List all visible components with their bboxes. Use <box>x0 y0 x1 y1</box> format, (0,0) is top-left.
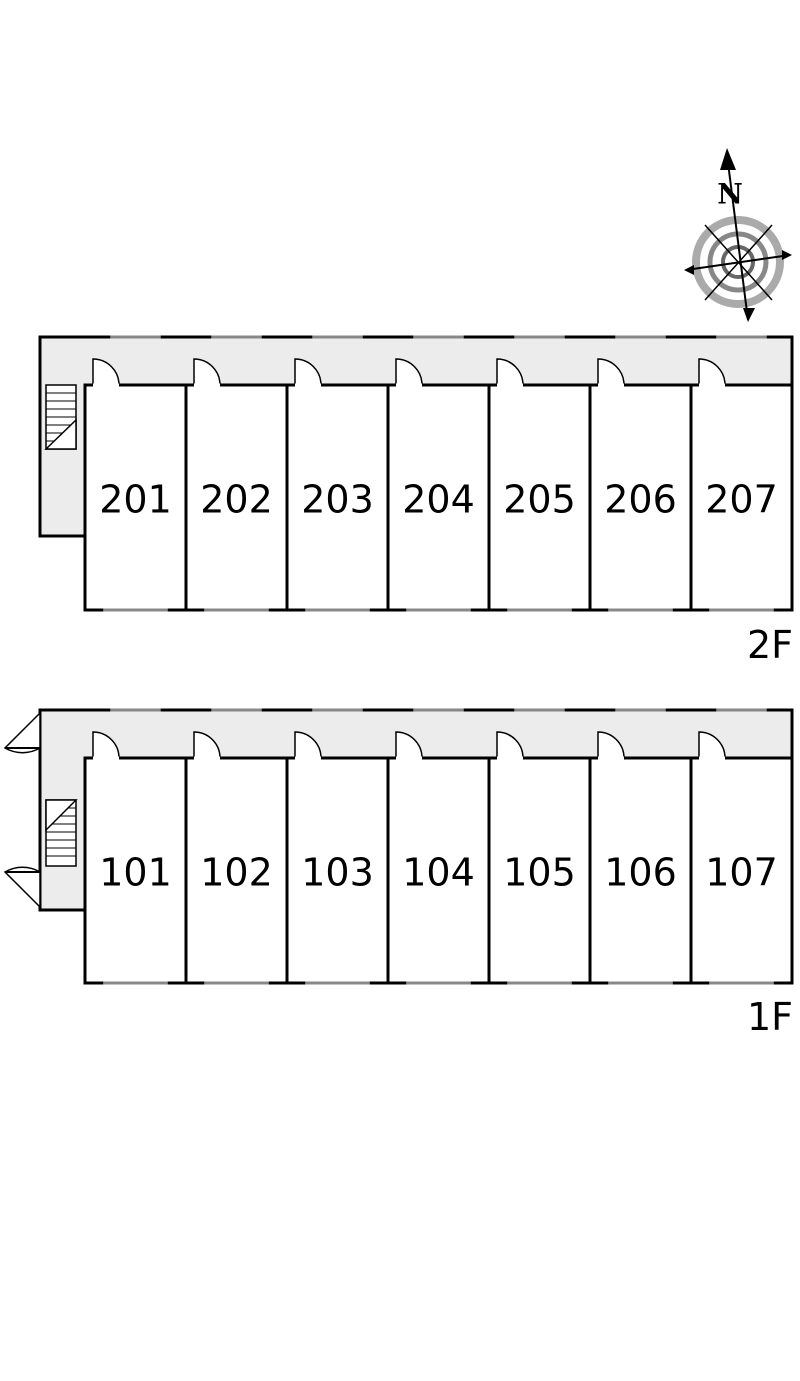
unit-cell <box>588 383 693 612</box>
unit-206: 206 <box>588 335 693 612</box>
unit-label: 204 <box>402 478 475 522</box>
compass-west-arrow <box>684 265 694 275</box>
unit-cell <box>487 383 592 612</box>
stairs-2f <box>44 384 77 450</box>
units-1f: 101 102 103 104 105 106 107 <box>83 708 794 985</box>
floor-1f-plan: 101 102 103 104 105 106 107 1F <box>3 708 794 1039</box>
compass-outer-ring <box>692 216 784 308</box>
unit-cell <box>184 756 289 985</box>
unit-cell <box>386 383 491 612</box>
compass-icon: N <box>684 148 792 322</box>
unit-cell <box>285 383 390 612</box>
unit-cell <box>487 756 592 985</box>
unit-cell <box>285 756 390 985</box>
unit-102: 102 <box>184 708 289 985</box>
unit-202: 202 <box>184 335 289 612</box>
unit-label: 206 <box>604 478 677 522</box>
unit-103: 103 <box>285 708 390 985</box>
unit-label: 104 <box>402 851 475 895</box>
unit-label: 107 <box>705 851 778 895</box>
unit-label: 202 <box>200 478 273 522</box>
entrance-door-top <box>3 711 41 754</box>
floor-label-1f: 1F <box>747 995 793 1039</box>
unit-label: 105 <box>503 851 576 895</box>
compass-south-arrow <box>743 308 755 322</box>
unit-203: 203 <box>285 335 390 612</box>
entrance-door-bottom <box>3 866 41 909</box>
compass-north-south-line <box>726 154 749 321</box>
compass-north-label: N <box>717 178 743 211</box>
unit-cell <box>83 383 188 612</box>
unit-label: 102 <box>200 851 273 895</box>
units-2f: 201 202 203 204 205 206 207 <box>83 335 794 612</box>
unit-label: 201 <box>99 478 172 522</box>
stairs-1f <box>45 799 78 867</box>
compass-north-arrow <box>720 148 736 170</box>
compass-east-arrow <box>782 250 792 260</box>
unit-label: 205 <box>503 478 576 522</box>
unit-cell <box>83 756 188 985</box>
unit-cell <box>588 756 693 985</box>
unit-label: 203 <box>301 478 374 522</box>
floor-label-2f: 2F <box>747 623 793 667</box>
unit-label: 103 <box>301 851 374 895</box>
unit-101: 101 <box>83 708 188 985</box>
floor-2f-plan: 201 202 203 204 205 206 207 2F <box>38 335 794 667</box>
unit-label: 101 <box>99 851 172 895</box>
unit-cell <box>689 383 794 612</box>
compass-diagonal-line <box>704 224 773 301</box>
unit-205: 205 <box>487 335 592 612</box>
unit-label: 207 <box>705 478 778 522</box>
unit-207: 207 <box>689 335 794 612</box>
unit-204: 204 <box>386 335 491 612</box>
unit-105: 105 <box>487 708 592 985</box>
unit-cell <box>184 383 289 612</box>
unit-106: 106 <box>588 708 693 985</box>
unit-107: 107 <box>689 708 794 985</box>
unit-201: 201 <box>83 335 188 612</box>
unit-label: 106 <box>604 851 677 895</box>
